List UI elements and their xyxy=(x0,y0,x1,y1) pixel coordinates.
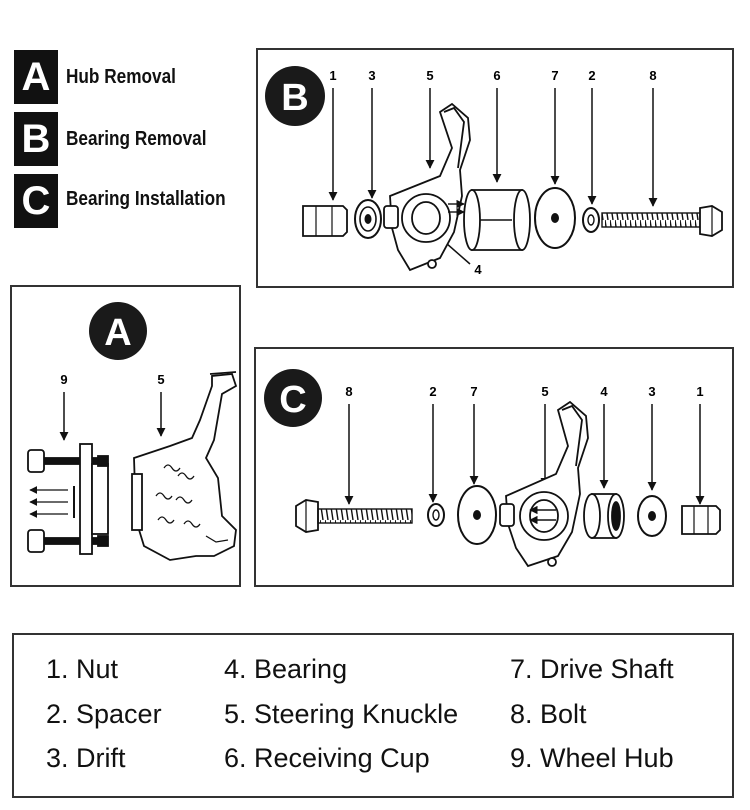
key-item-receiving-cup: 6. Receiving Cup xyxy=(224,743,430,773)
panel-a-drawing: A 9 5 xyxy=(27,302,238,561)
key-item-bearing: 4. Bearing xyxy=(224,654,348,684)
callout-b-2: 2 xyxy=(588,68,595,83)
callout-b-3: 3 xyxy=(368,68,375,83)
callout-b-6: 6 xyxy=(493,68,500,83)
legend-label-bearing-removal: Bearing Removal xyxy=(66,128,207,150)
part-receiving-cup xyxy=(463,189,531,251)
badge-c-letter: C xyxy=(279,379,306,421)
callout-c-3: 3 xyxy=(648,384,655,399)
legend-tile-a: A xyxy=(14,50,58,104)
key-item-drift: 3. Drift xyxy=(46,743,126,773)
part-steering-knuckle xyxy=(383,102,471,272)
parts-key-frame xyxy=(12,633,734,798)
legend-tile-b: B xyxy=(14,112,58,166)
part-drive-shaft xyxy=(534,187,576,249)
key-item-bolt: 8. Bolt xyxy=(510,699,587,729)
callout-c-2: 2 xyxy=(429,384,436,399)
legend-letter: C xyxy=(21,178,51,223)
part-spacer xyxy=(582,207,600,233)
part-steering-knuckle-a xyxy=(131,371,238,561)
part-bearing xyxy=(583,493,625,539)
callout-a-9: 9 xyxy=(60,372,67,387)
panel-c-drawing: C 8 2 7 5 4 3 1 xyxy=(264,369,721,568)
callout-c-5: 5 xyxy=(541,384,548,399)
legend-tile-c: C xyxy=(14,174,58,228)
callout-c-8: 8 xyxy=(345,384,352,399)
callout-b-8: 8 xyxy=(649,68,656,83)
badge-c xyxy=(264,369,322,427)
callout-c-7: 7 xyxy=(470,384,477,399)
part-drive-shaft-c xyxy=(457,485,497,545)
panel-c-frame xyxy=(254,347,734,587)
callout-c-1: 1 xyxy=(696,384,703,399)
key-item-wheel-hub: 9. Wheel Hub xyxy=(510,743,674,773)
part-spacer-c xyxy=(427,503,445,527)
part-steering-knuckle-c xyxy=(499,400,589,568)
callout-c-4: 4 xyxy=(600,384,608,399)
callout-b-1: 1 xyxy=(329,68,336,83)
part-drift xyxy=(354,199,382,239)
legend-label-bearing-installation: Bearing Installation xyxy=(66,188,226,210)
legend-letter: A xyxy=(21,54,51,99)
part-bolt-c xyxy=(295,499,413,533)
key-item-spacer: 2. Spacer xyxy=(46,699,162,729)
callout-b-5: 5 xyxy=(426,68,433,83)
key-item-steering-knuckle: 5. Steering Knuckle xyxy=(224,699,459,729)
callout-a-5: 5 xyxy=(157,372,164,387)
part-nut-c xyxy=(681,505,721,535)
part-nut xyxy=(302,205,348,237)
callout-b-4: 4 xyxy=(474,262,482,277)
badge-a xyxy=(89,302,147,360)
part-drift-c xyxy=(637,495,667,537)
key-item-nut: 1. Nut xyxy=(46,654,119,684)
panel-b-drawing: B 1 3 5 6 7 2 8 4 xyxy=(265,66,723,277)
key-item-drive-shaft: 7. Drive Shaft xyxy=(510,654,674,684)
part-bolt xyxy=(601,205,723,237)
badge-b xyxy=(265,66,325,126)
badge-a-letter: A xyxy=(104,312,131,354)
callout-b-7: 7 xyxy=(551,68,558,83)
badge-b-letter: B xyxy=(281,77,308,119)
part-wheel-hub xyxy=(27,443,109,555)
legend-letter: B xyxy=(21,116,51,161)
legend-label-hub-removal: Hub Removal xyxy=(66,66,176,88)
